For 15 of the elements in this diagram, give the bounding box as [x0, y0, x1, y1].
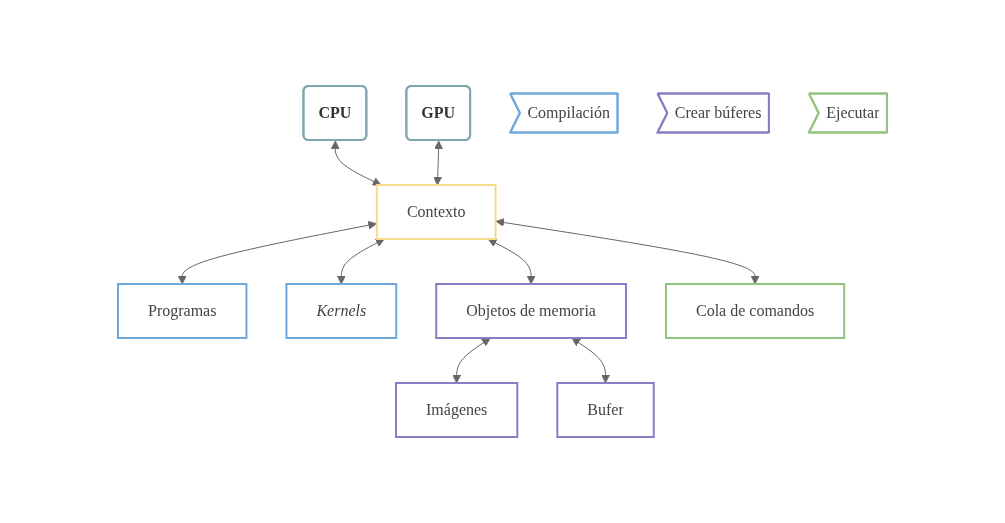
node-box: Kernels	[285, 283, 398, 339]
arrow	[495, 218, 760, 285]
node-box: Bufer	[556, 382, 655, 438]
arrow	[336, 238, 385, 285]
arrow	[571, 337, 610, 384]
node-box: Imágenes	[395, 382, 519, 438]
arrow	[487, 238, 536, 285]
arrow	[330, 140, 382, 186]
arrow	[433, 140, 443, 186]
arrow	[177, 220, 377, 285]
node-box: Programas	[117, 283, 248, 339]
node-box: Contexto	[375, 184, 497, 240]
node-box: Cola de comandos	[665, 283, 846, 339]
node-box: Objetos de memoria	[435, 283, 627, 339]
arrow	[452, 337, 491, 384]
